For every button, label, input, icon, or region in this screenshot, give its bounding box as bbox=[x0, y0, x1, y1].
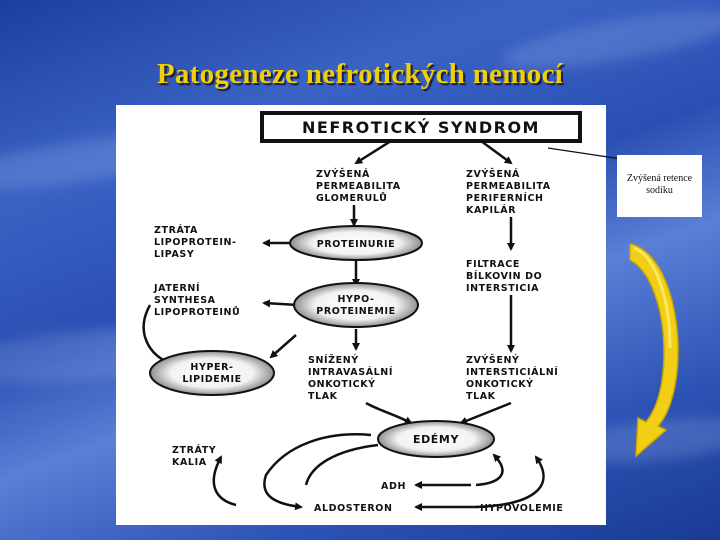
svg-text:SNÍŽENÝ: SNÍŽENÝ bbox=[308, 354, 359, 366]
svg-text:ONKOTICKÝ: ONKOTICKÝ bbox=[308, 378, 376, 390]
svg-text:INTERSTICIÁLNÍ: INTERSTICIÁLNÍ bbox=[466, 366, 558, 378]
svg-text:EDÉMY: EDÉMY bbox=[413, 433, 460, 446]
header-label: NEFROTICKÝ SYNDROM bbox=[302, 118, 540, 137]
proteinuria-oval: PROTEINURIE bbox=[289, 225, 423, 261]
svg-text:ZTRÁTY: ZTRÁTY bbox=[172, 444, 216, 456]
arrow bbox=[365, 401, 413, 425]
svg-text:HYPER-: HYPER- bbox=[190, 362, 233, 373]
arrow bbox=[475, 453, 504, 487]
pathogenesis-diagram: NEFROTICKÝ SYNDROM ZVÝŠENÁ PERMEABILITA … bbox=[116, 105, 606, 525]
svg-text:PERMEABILITA: PERMEABILITA bbox=[316, 181, 401, 192]
liver-lipoprotein-synthesis: JATERNÍ SYNTHESA LIPOPROTEINŮ bbox=[153, 282, 240, 318]
svg-text:PROTEINEMIE: PROTEINEMIE bbox=[316, 306, 395, 317]
potassium-loss: ZTRÁTY KALIA bbox=[172, 444, 216, 468]
slide-title: Patogeneze nefrotických nemocí bbox=[156, 58, 564, 90]
hypoproteinemia-oval: HYPO- PROTEINEMIE bbox=[293, 282, 419, 328]
protein-filtration: FILTRACE BÍLKOVIN DO INTERSTICIA bbox=[466, 259, 542, 294]
svg-text:ZVÝŠENÝ: ZVÝŠENÝ bbox=[466, 354, 519, 366]
arrow bbox=[354, 139, 392, 165]
svg-text:ZVÝŠENÁ: ZVÝŠENÁ bbox=[466, 168, 520, 180]
svg-text:HYPO-: HYPO- bbox=[338, 294, 375, 305]
svg-text:KALIA: KALIA bbox=[172, 457, 207, 468]
sodium-retention-note: Zvýšená retence sodíku bbox=[617, 155, 702, 217]
svg-text:LIPASY: LIPASY bbox=[154, 249, 194, 260]
svg-text:LIPOPROTEINŮ: LIPOPROTEINŮ bbox=[154, 306, 240, 318]
svg-text:LIPOPROTEIN-: LIPOPROTEIN- bbox=[154, 237, 237, 248]
svg-text:KAPILÁR: KAPILÁR bbox=[466, 204, 516, 216]
glomerular-permeability: ZVÝŠENÁ PERMEABILITA GLOMERULŮ bbox=[316, 168, 401, 204]
svg-text:PERMEABILITA: PERMEABILITA bbox=[466, 181, 551, 192]
curved-arrow-icon bbox=[629, 243, 679, 458]
svg-text:INTRAVASÁLNÍ: INTRAVASÁLNÍ bbox=[308, 366, 393, 378]
svg-text:ZTRÁTA: ZTRÁTA bbox=[154, 224, 198, 236]
svg-text:BÍLKOVIN DO: BÍLKOVIN DO bbox=[466, 270, 542, 282]
svg-text:SYNTHESA: SYNTHESA bbox=[154, 295, 216, 306]
note-line: Zvýšená retence bbox=[626, 173, 693, 184]
svg-text:TLAK: TLAK bbox=[308, 391, 338, 402]
svg-text:ONKOTICKÝ: ONKOTICKÝ bbox=[466, 378, 534, 390]
svg-text:INTERSTICIA: INTERSTICIA bbox=[466, 283, 539, 294]
svg-text:FILTRACE: FILTRACE bbox=[466, 259, 520, 270]
arrow bbox=[480, 139, 513, 165]
svg-text:TLAK: TLAK bbox=[466, 391, 496, 402]
lipoprotein-lipase-loss: ZTRÁTA LIPOPROTEIN- LIPASY bbox=[154, 224, 237, 260]
svg-text:JATERNÍ: JATERNÍ bbox=[153, 282, 200, 294]
svg-text:PERIFERNÍCH: PERIFERNÍCH bbox=[466, 192, 544, 204]
reduced-intravascular-pressure: SNÍŽENÝ INTRAVASÁLNÍ ONKOTICKÝ TLAK bbox=[308, 354, 393, 402]
hyperlipidemia-oval: HYPER- LIPIDEMIE bbox=[149, 350, 275, 396]
edema-oval: EDÉMY bbox=[377, 420, 495, 458]
aldosterone-label: ALDOSTERON bbox=[314, 503, 393, 514]
svg-text:ZVÝŠENÁ: ZVÝŠENÁ bbox=[316, 168, 370, 180]
hypovolemia-label: HYPOVOLEMIE bbox=[480, 503, 564, 514]
header-box: NEFROTICKÝ SYNDROM bbox=[260, 111, 582, 143]
note-line: sodíku bbox=[646, 185, 673, 196]
adh-label: ADH bbox=[381, 481, 406, 492]
svg-text:LIPIDEMIE: LIPIDEMIE bbox=[182, 374, 241, 385]
svg-text:PROTEINURIE: PROTEINURIE bbox=[317, 239, 395, 250]
arrow bbox=[459, 401, 512, 425]
arrow bbox=[475, 455, 545, 509]
capillary-permeability: ZVÝŠENÁ PERMEABILITA PERIFERNÍCH KAPILÁR bbox=[466, 168, 551, 216]
svg-text:GLOMERULŮ: GLOMERULŮ bbox=[316, 192, 387, 204]
arrow bbox=[304, 443, 379, 486]
arrow bbox=[269, 334, 297, 359]
arrow bbox=[262, 299, 299, 308]
arrow bbox=[263, 433, 372, 511]
increased-interstitial-pressure: ZVÝŠENÝ INTERSTICIÁLNÍ ONKOTICKÝ TLAK bbox=[466, 354, 558, 402]
arrow bbox=[212, 455, 237, 507]
